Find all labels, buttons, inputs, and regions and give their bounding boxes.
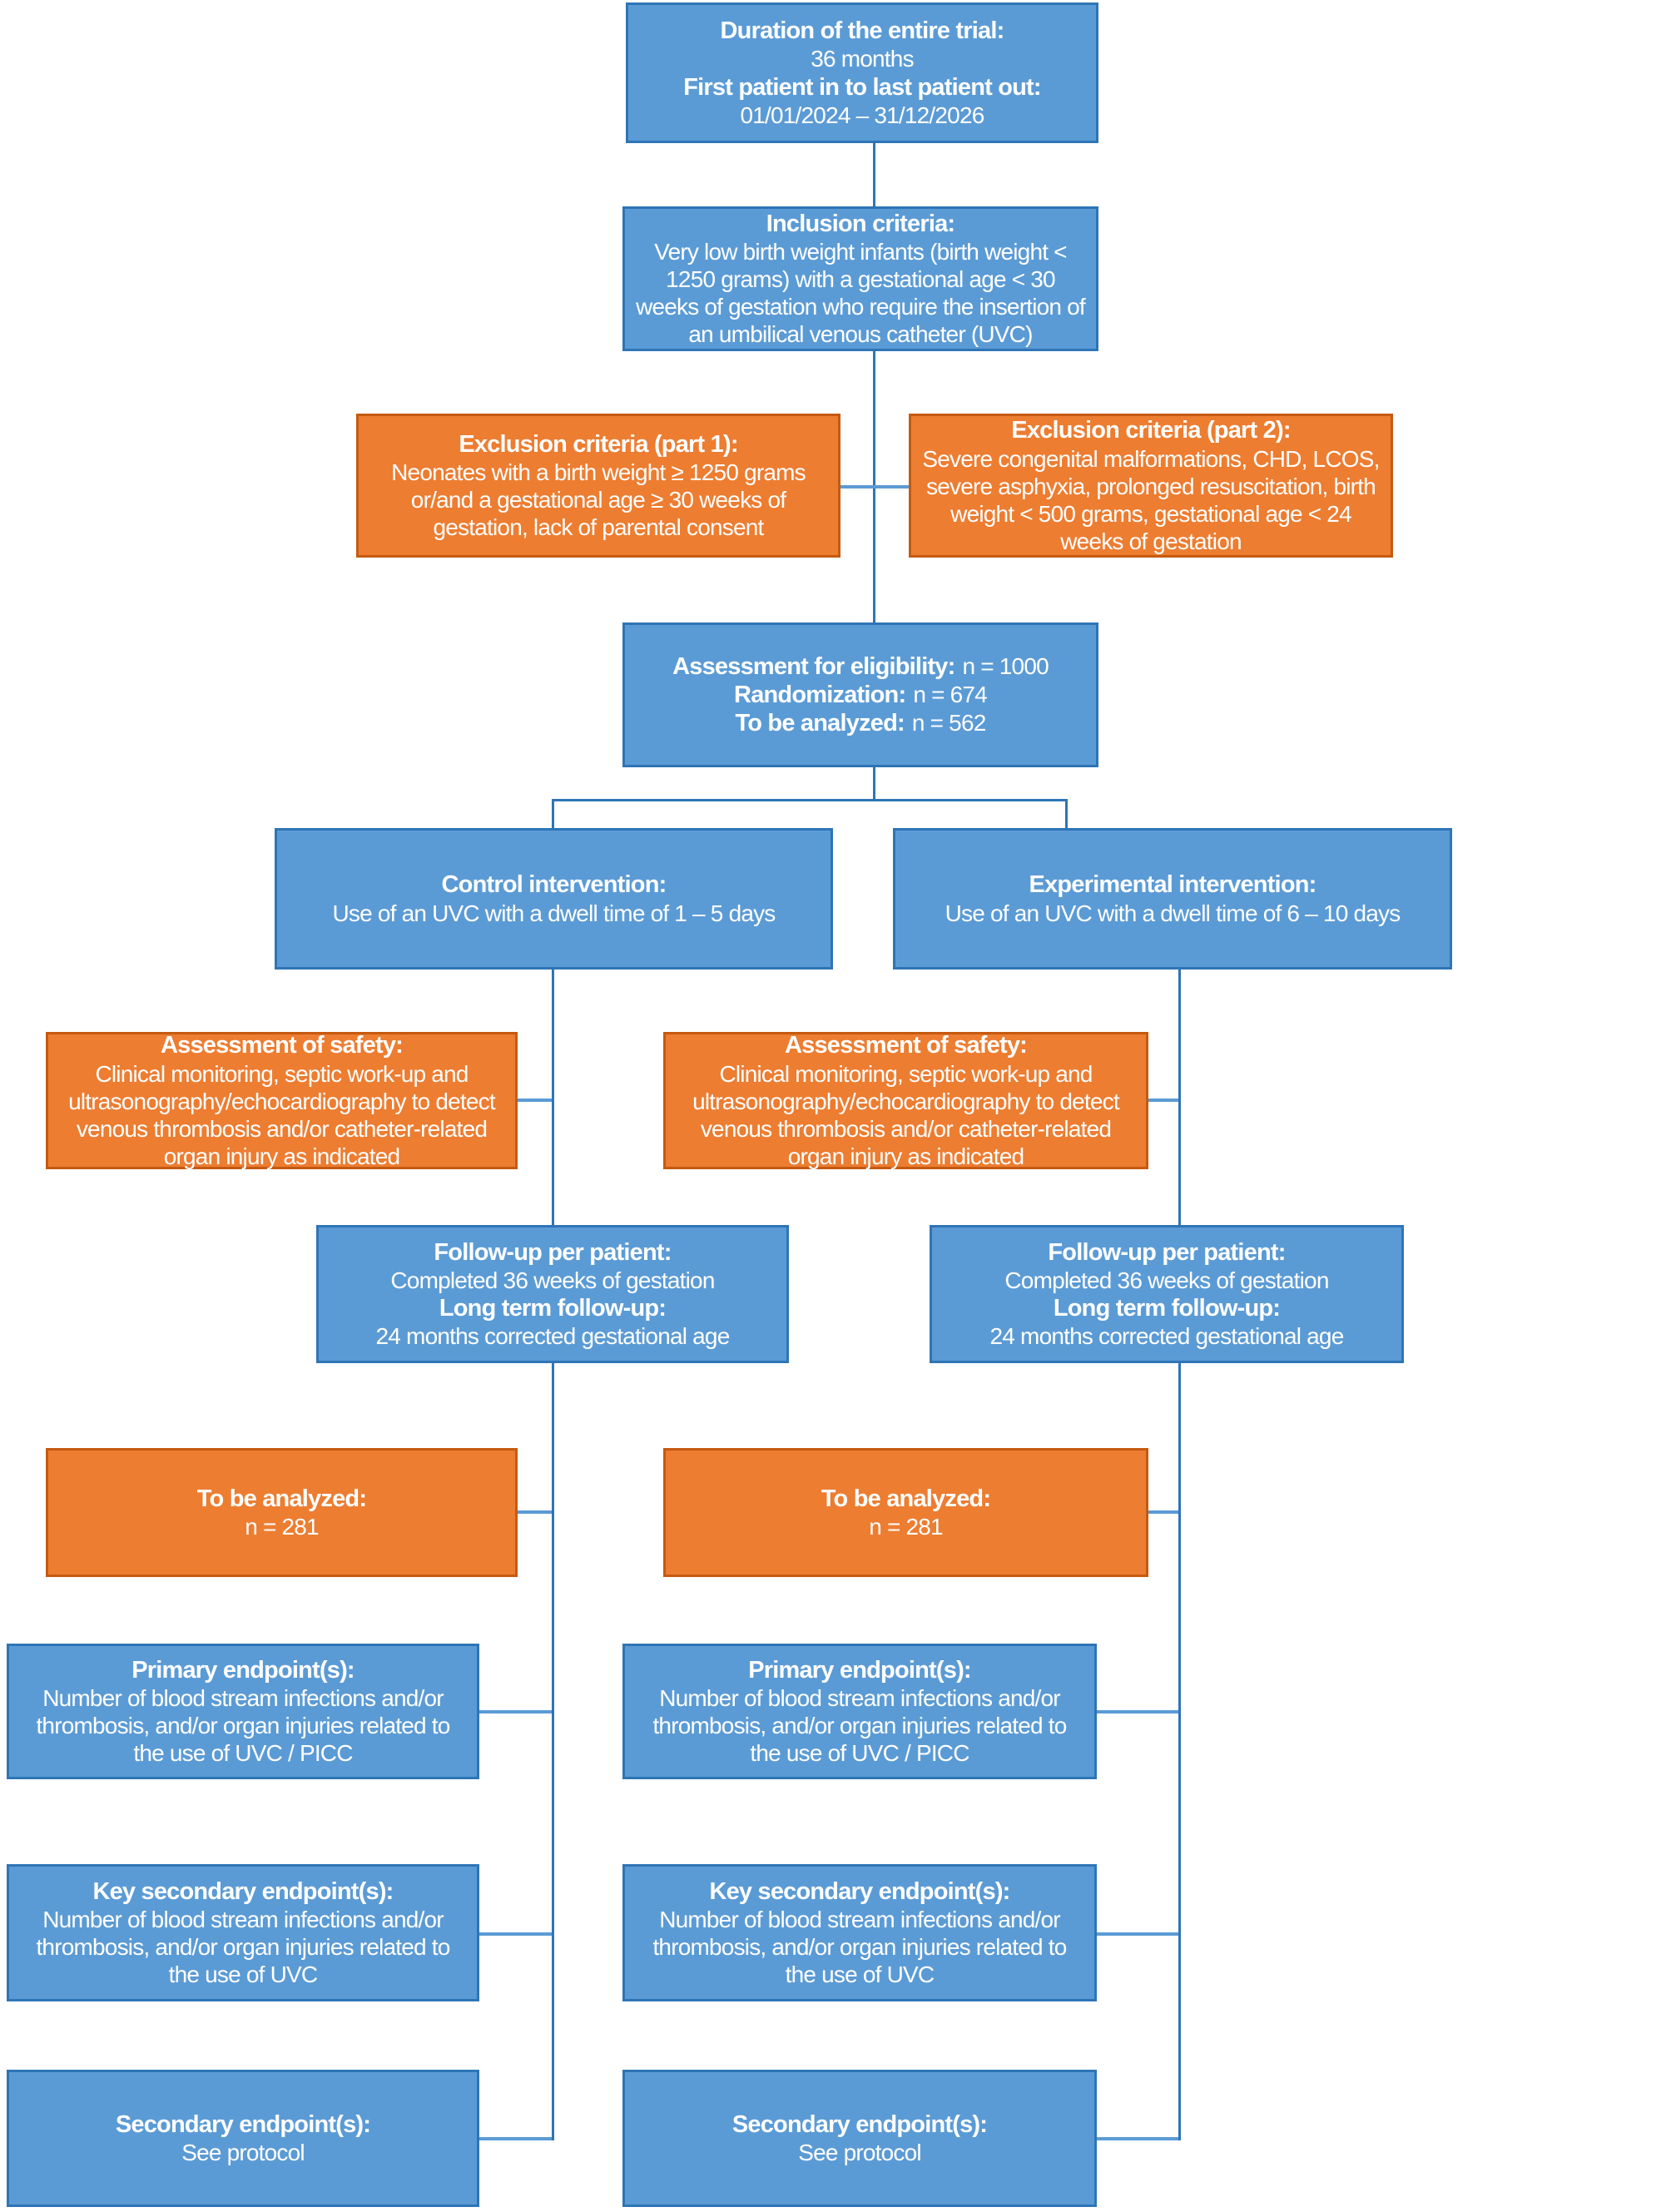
- secondary-right-title: Secondary endpoint(s):: [731, 2110, 988, 2138]
- analyzed-left-box: To be analyzed: n = 281: [46, 1448, 518, 1577]
- connector-right-keysecondary-stub: [1097, 1932, 1178, 1936]
- followup-right-value-1: Completed 36 weeks of gestation: [1004, 1267, 1329, 1293]
- connector-right-trunk: [1178, 970, 1181, 2140]
- safety-right-box: Assessment of safety: Clinical monitorin…: [663, 1032, 1148, 1169]
- connector-exclusion-stub: [840, 485, 909, 489]
- experimental-intervention-body: Use of an UVC with a dwell time of 6 – 1…: [945, 900, 1401, 926]
- followup-right-title-2: Long term follow-up:: [1053, 1295, 1281, 1322]
- analyzed-right-title: To be analyzed:: [821, 1485, 991, 1512]
- followup-left-box: Follow-up per patient: Completed 36 week…: [316, 1225, 789, 1363]
- analyzed-left-title: To be analyzed:: [196, 1485, 367, 1512]
- safety-left-box: Assessment of safety: Clinical monitorin…: [46, 1032, 518, 1169]
- eligibility-row-label: Assessment for eligibility:: [672, 652, 955, 680]
- primary-right-body: Number of blood stream infections and/or…: [652, 1685, 1067, 1767]
- duration-value-2: 01/01/2024 – 31/12/2026: [740, 102, 984, 128]
- connector-left-keysecondary-stub: [479, 1932, 552, 1936]
- connector-right-secondary-stub: [1097, 2137, 1178, 2140]
- exclusion1-body: Neonates with a birth weight ≥ 1250 gram…: [391, 459, 806, 541]
- followup-right-title-1: Follow-up per patient:: [1048, 1238, 1286, 1266]
- followup-left-value-1: Completed 36 weeks of gestation: [390, 1267, 715, 1293]
- duration-title-1: Duration of the entire trial:: [720, 17, 1005, 45]
- secondary-left-title: Secondary endpoint(s):: [115, 2110, 371, 2138]
- connector-left-trunk: [552, 970, 554, 2140]
- safety-left-body: Clinical monitoring, septic work-up and …: [68, 1060, 496, 1169]
- inclusion-title: Inclusion criteria:: [766, 210, 955, 237]
- eligibility-box: Assessment for eligibility: n = 1000 Rand…: [622, 622, 1098, 767]
- eligibility-row-label: To be analyzed:: [735, 710, 905, 737]
- primary-endpoint-left-box: Primary endpoint(s): Number of blood str…: [7, 1644, 479, 1779]
- eligibility-row-value: n = 1000: [962, 652, 1049, 679]
- key-secondary-right-body: Number of blood stream infections and/or…: [652, 1907, 1067, 1988]
- safety-right-body: Clinical monitoring, septic work-up and …: [692, 1060, 1120, 1169]
- primary-endpoint-right-box: Primary endpoint(s): Number of blood str…: [622, 1644, 1097, 1779]
- primary-left-body: Number of blood stream infections and/or…: [36, 1685, 450, 1767]
- exclusion1-title: Exclusion criteria (part 1):: [459, 430, 738, 458]
- exclusion-criteria-part2-box: Exclusion criteria (part 2): Severe cong…: [909, 414, 1393, 558]
- analyzed-left-body: n = 281: [245, 1514, 319, 1540]
- connector-left-secondary-stub: [479, 2137, 552, 2140]
- connector-right-analyzed-stub: [1148, 1510, 1178, 1514]
- duration-title-2: First patient in to last patient out:: [683, 73, 1041, 101]
- connector-right-primary-stub: [1097, 1710, 1178, 1714]
- eligibility-row: Randomization: n = 674: [734, 681, 988, 709]
- exclusion2-title: Exclusion criteria (part 2):: [1011, 417, 1291, 444]
- safety-left-title: Assessment of safety:: [160, 1032, 404, 1059]
- connector-branch-split: [552, 799, 1068, 801]
- connector-drop-experimental: [1065, 799, 1068, 828]
- connector-eligibility-down: [873, 767, 875, 799]
- followup-left-title-2: Long term follow-up:: [439, 1295, 667, 1322]
- secondary-left-body: See protocol: [181, 2140, 305, 2166]
- analyzed-right-box: To be analyzed: n = 281: [663, 1448, 1148, 1577]
- primary-right-title: Primary endpoint(s):: [748, 1656, 971, 1684]
- secondary-right-body: See protocol: [798, 2140, 921, 2166]
- secondary-endpoint-left-box: Secondary endpoint(s): See protocol: [7, 2070, 479, 2207]
- eligibility-row-value: n = 674: [913, 681, 987, 707]
- eligibility-row-label: Randomization:: [734, 681, 906, 708]
- inclusion-criteria-box: Inclusion criteria: Very low birth weigh…: [622, 206, 1098, 351]
- followup-right-box: Follow-up per patient: Completed 36 week…: [930, 1225, 1404, 1363]
- control-intervention-body: Use of an UVC with a dwell time of 1 – 5…: [332, 900, 776, 926]
- control-intervention-title: Control intervention:: [441, 871, 667, 899]
- analyzed-right-body: n = 281: [869, 1514, 943, 1540]
- eligibility-row: Assessment for eligibility: n = 1000: [672, 652, 1049, 681]
- connector-left-analyzed-stub: [518, 1510, 552, 1514]
- key-secondary-endpoint-right-box: Key secondary endpoint(s): Number of blo…: [622, 1864, 1097, 2001]
- secondary-endpoint-right-box: Secondary endpoint(s): See protocol: [622, 2070, 1097, 2207]
- key-secondary-right-title: Key secondary endpoint(s):: [709, 1877, 1010, 1905]
- eligibility-row: To be analyzed:n = 562: [735, 709, 987, 737]
- primary-left-title: Primary endpoint(s):: [131, 1656, 355, 1684]
- inclusion-body: Very low birth weight infants (birth wei…: [636, 239, 1086, 348]
- experimental-intervention-title: Experimental intervention:: [1029, 871, 1317, 899]
- exclusion2-body: Severe congenital malformations, CHD, LC…: [922, 445, 1380, 554]
- experimental-intervention-box: Experimental intervention: Use of an UVC…: [893, 828, 1452, 970]
- followup-left-title-1: Follow-up per patient:: [434, 1238, 672, 1266]
- connector-left-primary-stub: [479, 1710, 552, 1714]
- connector-drop-control: [552, 799, 554, 828]
- key-secondary-left-title: Key secondary endpoint(s):: [92, 1877, 394, 1905]
- connector-duration-to-inclusion: [873, 143, 875, 206]
- control-intervention-box: Control intervention: Use of an UVC with…: [275, 828, 833, 970]
- eligibility-row-value: n = 562: [911, 710, 986, 737]
- connector-left-safety-stub: [518, 1099, 552, 1102]
- exclusion-criteria-part1-box: Exclusion criteria (part 1): Neonates wi…: [356, 414, 840, 558]
- connector-right-safety-stub: [1148, 1099, 1178, 1102]
- duration-box: Duration of the entire trial: 36 months …: [626, 2, 1098, 143]
- duration-value-1: 36 months: [811, 46, 914, 72]
- key-secondary-left-body: Number of blood stream infections and/or…: [36, 1907, 450, 1988]
- followup-right-value-2: 24 months corrected gestational age: [989, 1323, 1345, 1350]
- followup-left-value-2: 24 months corrected gestational age: [375, 1323, 731, 1350]
- key-secondary-endpoint-left-box: Key secondary endpoint(s): Number of blo…: [7, 1864, 479, 2001]
- safety-right-title: Assessment of safety:: [784, 1032, 1028, 1059]
